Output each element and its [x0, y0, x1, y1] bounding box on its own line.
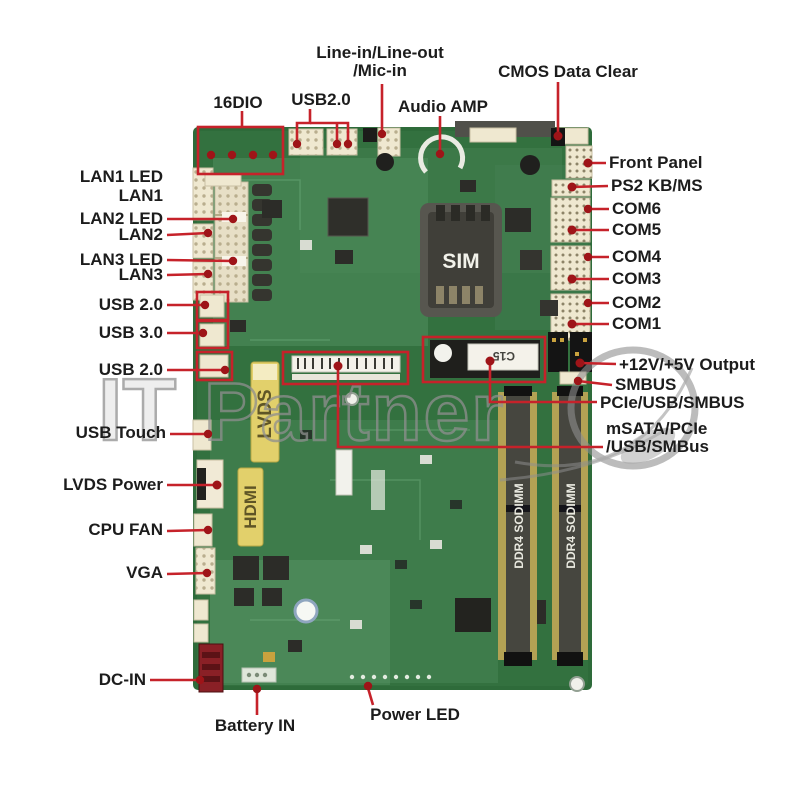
left-edge-connectors — [192, 167, 272, 643]
label-lvds-power: LVDS Power — [63, 475, 163, 494]
callout-dots — [195, 129, 593, 694]
label-com4: COM4 — [612, 247, 662, 266]
label-dc-in: DC-IN — [98, 670, 146, 689]
label-16dio: 16DIO — [213, 93, 263, 112]
label-pcie-usb-smbus: PCIe/USB/SMBUS — [600, 393, 745, 412]
label-lan3: LAN3 — [118, 265, 163, 284]
top-edge-connectors — [288, 121, 589, 175]
label-lan1-led: LAN1 LED — [79, 167, 163, 186]
sim-socket: SIM — [420, 203, 502, 317]
label-lan3-led: LAN3 LED — [79, 250, 163, 269]
power-jumpers — [548, 332, 592, 385]
label-usb20-top: USB2.0 — [291, 90, 351, 109]
watermark-partner: Partner — [204, 367, 505, 458]
label-front-panel: Front Panel — [609, 153, 703, 172]
callout-boxes — [195, 125, 547, 386]
label-com6: COM6 — [612, 199, 662, 218]
watermark: IT Partner — [97, 346, 699, 482]
label-lan1: LAN1 — [118, 186, 163, 205]
watermark-swirl-logo — [499, 346, 699, 482]
hdmi-label: HDMI — [241, 485, 260, 528]
label-power-led: Power LED — [370, 705, 460, 724]
dc-in-connector — [198, 643, 224, 693]
label-smbus: SMBUS — [615, 375, 677, 394]
label-line-in: Line-in/Line-out /Mic-in — [316, 43, 444, 81]
label-lan2: LAN2 — [118, 225, 163, 244]
label-com2: COM2 — [612, 293, 662, 312]
module-c15-label: C15 — [493, 349, 515, 363]
label-ps2: PS2 KB/MS — [611, 176, 703, 195]
label-lan2-led: LAN2 LED — [79, 209, 163, 228]
ddr4-sodimm-slots: DDR4 SODIMM DDR4 SODIMM — [498, 386, 588, 666]
label-audio-amp: Audio AMP — [397, 97, 489, 116]
lvds-label: LVDS — [255, 389, 276, 438]
label-com5: COM5 — [612, 220, 662, 239]
label-battery-in: Battery IN — [214, 716, 296, 735]
label-12v-5v-output: +12V/+5V Output — [619, 355, 756, 374]
label-usb20-b: USB 2.0 — [98, 360, 163, 379]
yellow-port-labels: LVDS HDMI — [237, 361, 280, 547]
label-msata: mSATA/PCIe /USB/SMBus — [606, 419, 709, 457]
label-com3: COM3 — [612, 269, 662, 288]
watermark-it: IT — [98, 360, 176, 459]
label-vga: VGA — [126, 563, 163, 582]
label-usb-touch: USB Touch — [75, 423, 166, 442]
label-cpu-fan: CPU FAN — [88, 520, 163, 539]
sim-label: SIM — [442, 250, 479, 273]
expansion-slots: C15 — [291, 340, 540, 380]
label-usb30: USB 3.0 — [98, 323, 163, 342]
dimm-a-label: DDR4 SODIMM — [512, 483, 526, 568]
label-usb20-a: USB 2.0 — [98, 295, 163, 314]
dimm-b-label: DDR4 SODIMM — [564, 483, 578, 568]
label-com1: COM1 — [612, 314, 662, 333]
label-cmos-data-clear: CMOS Data Clear — [498, 62, 638, 81]
callout-lines — [150, 82, 617, 715]
board-components — [230, 180, 558, 683]
